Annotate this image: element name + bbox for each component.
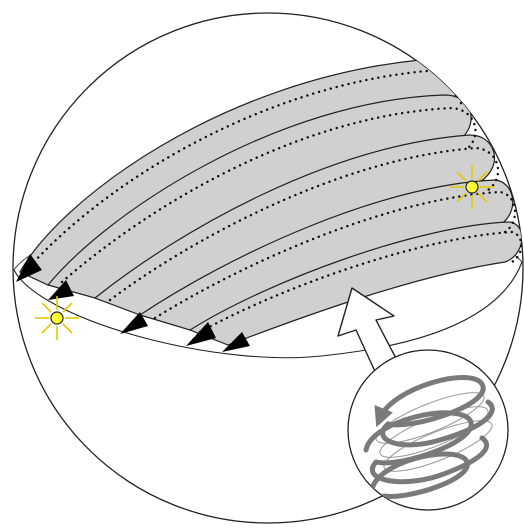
inset-magnifier — [348, 350, 508, 510]
spiral-bands — [20, 60, 522, 345]
sun-icon — [35, 296, 79, 340]
